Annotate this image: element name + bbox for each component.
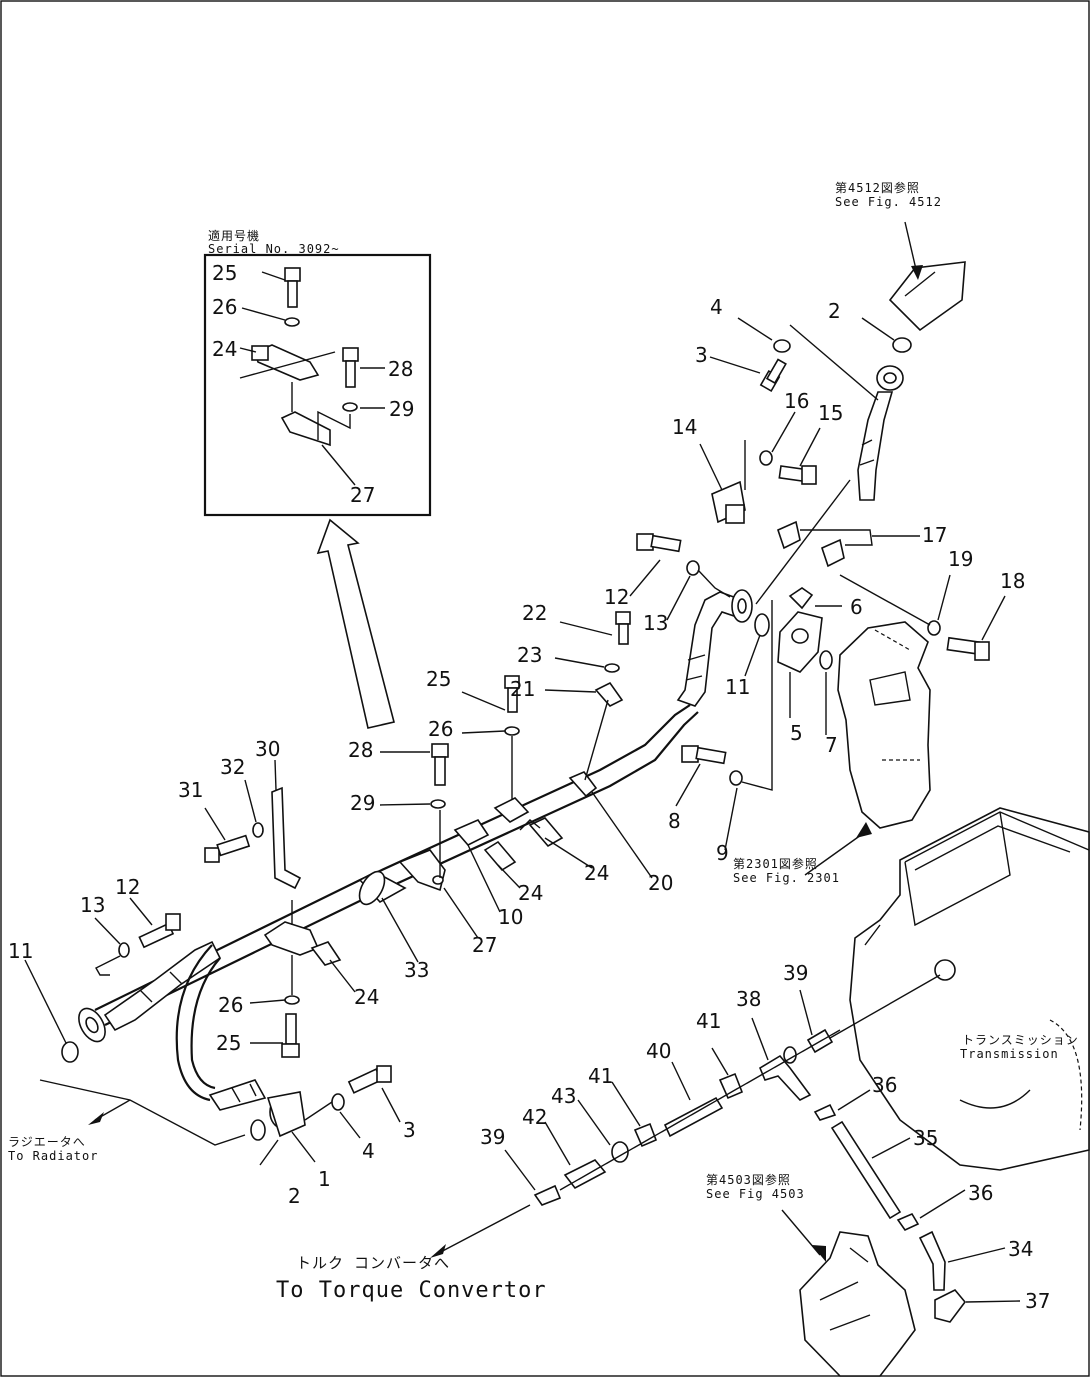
callout-number-7: 7	[825, 733, 838, 757]
callout-number-28: 28	[348, 738, 373, 762]
callout-number-12: 12	[115, 875, 140, 899]
callout-number-18: 18	[1000, 569, 1025, 593]
callout-number-31: 31	[178, 778, 203, 802]
callout-number-23: 23	[517, 643, 542, 667]
callout-number-29: 29	[389, 397, 414, 421]
transmission-assembly	[430, 807, 1090, 1377]
callout-number-4: 4	[362, 1139, 375, 1163]
callout-number-4: 4	[710, 295, 723, 319]
callout-number-13: 13	[80, 893, 105, 917]
fig4503-en-note: See Fig 4503	[706, 1187, 805, 1201]
callout-number-11: 11	[8, 939, 33, 963]
callout-number-3: 3	[695, 343, 708, 367]
callout-layer: 1223344567891011111212131314151617181920…	[8, 261, 1050, 1313]
callout-number-15: 15	[818, 401, 843, 425]
radiator-hose	[24, 897, 401, 1166]
callout-number-22: 22	[522, 601, 547, 625]
callout-number-24: 24	[354, 985, 379, 1009]
callout-number-2: 2	[288, 1184, 301, 1208]
callout-number-11: 11	[725, 675, 750, 699]
callout-number-17: 17	[922, 523, 947, 547]
inset-pointer-arrow	[316, 518, 395, 729]
fig2301-jp-note: 第2301図参照	[733, 856, 818, 871]
callout-number-5: 5	[790, 721, 803, 745]
callout-number-13: 13	[643, 611, 668, 635]
torque-jp-note: トルク コンバータへ	[296, 1254, 450, 1272]
callout-number-24: 24	[518, 881, 543, 905]
callout-number-27: 27	[472, 933, 497, 957]
callout-number-9: 9	[716, 841, 729, 865]
callout-number-38: 38	[736, 987, 761, 1011]
callout-number-26: 26	[428, 717, 453, 741]
torque-en-note: To Torque Convertor	[276, 1278, 547, 1303]
fig4512-jp-note: 第4512図参照	[835, 180, 920, 195]
callout-number-27: 27	[350, 483, 375, 507]
callout-number-34: 34	[1008, 1237, 1033, 1261]
callout-number-25: 25	[212, 261, 237, 285]
inset-serial-note: Serial No. 3092~	[208, 242, 340, 256]
callout-number-8: 8	[668, 809, 681, 833]
callout-number-21: 21	[510, 677, 535, 701]
radiator-jp-note: ラジエータへ	[8, 1135, 86, 1149]
transmission-en-note: Transmission	[960, 1047, 1059, 1061]
upper-right-assembly	[699, 221, 1006, 661]
callout-number-10: 10	[498, 905, 523, 929]
callout-number-32: 32	[220, 755, 245, 779]
fig4503-jp-note: 第4503図参照	[706, 1172, 791, 1187]
callout-number-16: 16	[784, 389, 809, 413]
callout-number-6: 6	[850, 595, 863, 619]
transmission-jp-note: トランスミッション	[962, 1033, 1079, 1047]
fig2301-en-note: See Fig. 2301	[733, 871, 840, 885]
callout-number-39: 39	[783, 961, 808, 985]
serial-inset	[203, 253, 432, 517]
callout-number-2: 2	[828, 299, 841, 323]
callout-number-1: 1	[318, 1167, 331, 1191]
callout-number-41: 41	[588, 1064, 613, 1088]
main-pipe	[94, 611, 699, 1058]
callout-number-36: 36	[872, 1073, 897, 1097]
callout-number-26: 26	[212, 295, 237, 319]
fig4512-en-note: See Fig. 4512	[835, 195, 942, 209]
inset-jp-note: 適用号機	[208, 228, 260, 243]
callout-number-28: 28	[388, 357, 413, 381]
callout-number-24: 24	[584, 861, 609, 885]
callout-number-19: 19	[948, 547, 973, 571]
callout-number-36: 36	[968, 1181, 993, 1205]
callout-number-42: 42	[522, 1105, 547, 1129]
radiator-en-note: To Radiator	[8, 1149, 98, 1163]
callout-number-24: 24	[212, 337, 237, 361]
notes-layer: 適用号機 Serial No. 3092~ 第4512図参照 See Fig. …	[8, 180, 1079, 1303]
callout-number-30: 30	[255, 737, 280, 761]
callout-number-12: 12	[604, 585, 629, 609]
callout-number-35: 35	[913, 1126, 938, 1150]
inset-frame	[203, 253, 432, 517]
center-manifold	[629, 479, 931, 876]
callout-number-25: 25	[426, 667, 451, 691]
callout-number-41: 41	[696, 1009, 721, 1033]
callout-number-3: 3	[403, 1118, 416, 1142]
callout-number-26: 26	[218, 993, 243, 1017]
callout-number-33: 33	[404, 958, 429, 982]
callout-number-14: 14	[672, 415, 697, 439]
callout-number-40: 40	[646, 1039, 671, 1063]
callout-number-43: 43	[551, 1084, 576, 1108]
callout-number-37: 37	[1025, 1289, 1050, 1313]
callout-number-39: 39	[480, 1125, 505, 1149]
callout-number-20: 20	[648, 871, 673, 895]
callout-number-25: 25	[216, 1031, 241, 1055]
callout-number-29: 29	[350, 791, 375, 815]
